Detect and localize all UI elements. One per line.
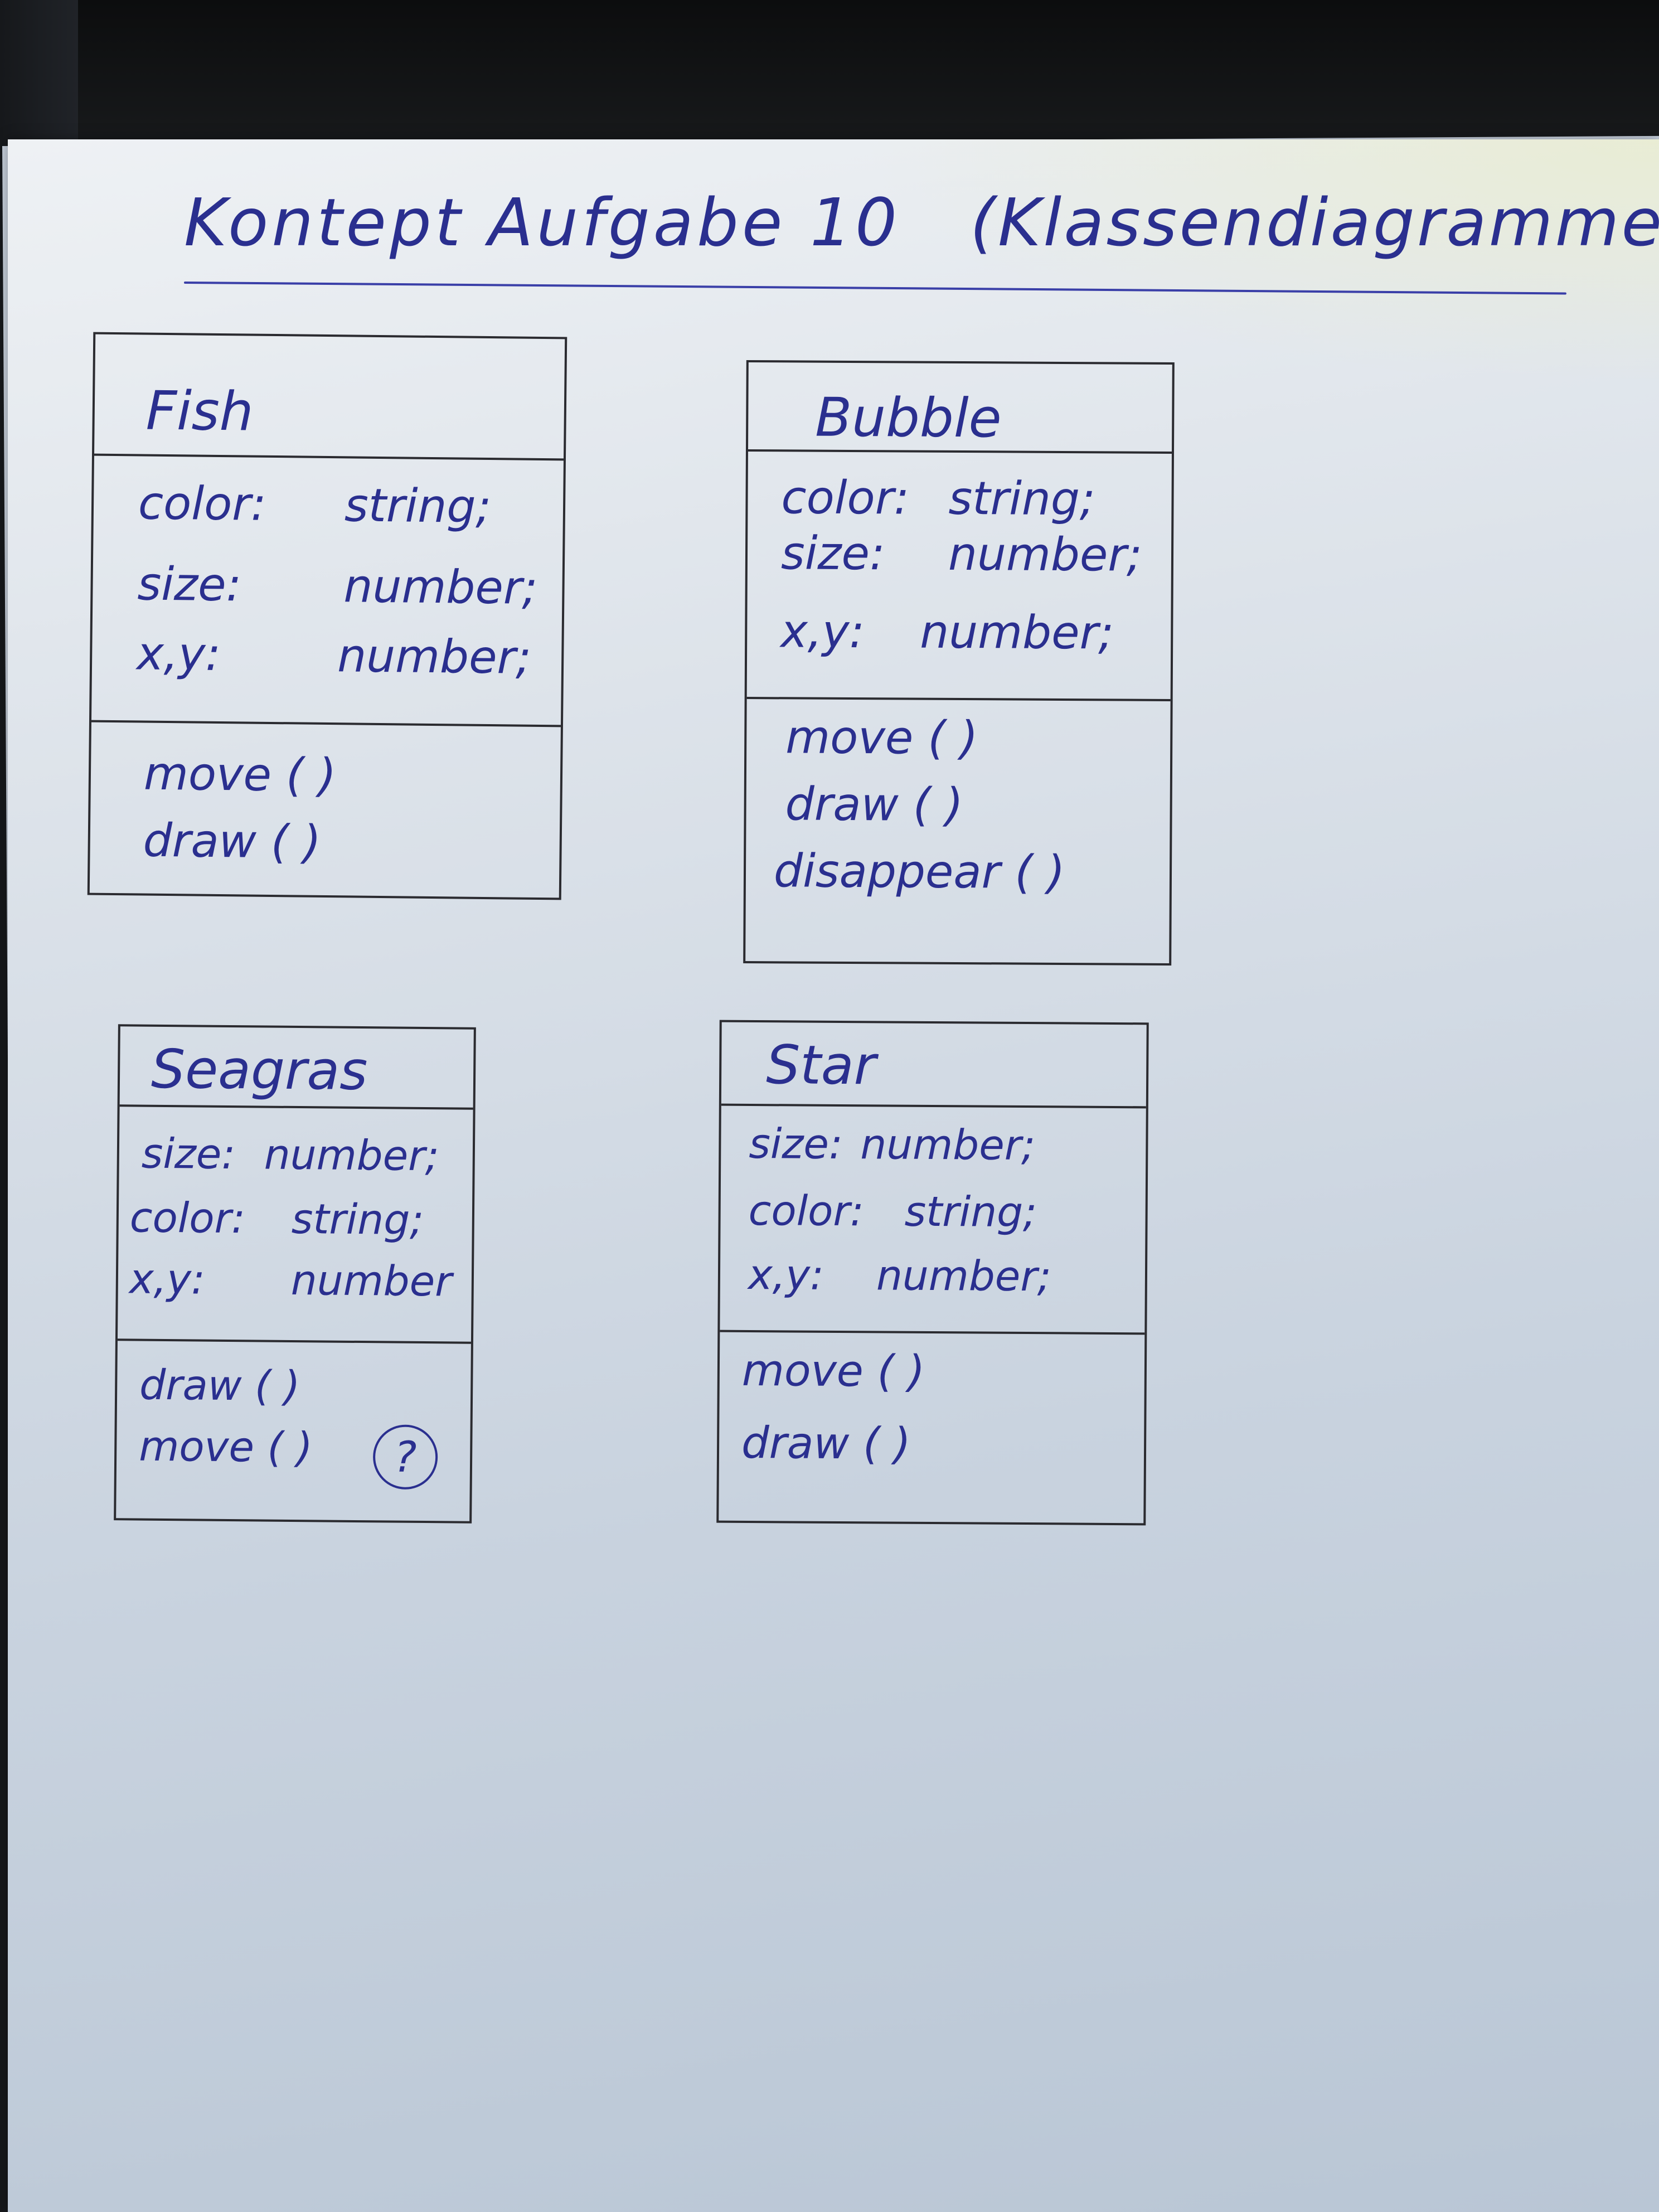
attribute-name: color:	[138, 477, 267, 531]
attribute-type: number;	[948, 527, 1142, 582]
method-row-fish-move: move ( )	[143, 747, 337, 803]
attribute-name: color:	[748, 1186, 865, 1236]
attribute-row-fish-size: size: number;	[137, 557, 538, 615]
page-subtitle: (Klassendiagramme)	[970, 184, 1659, 261]
class-divider-seagras-name	[119, 1104, 473, 1110]
attribute-name: size:	[137, 557, 242, 612]
attribute-row-seagras-color: color: string;	[129, 1194, 424, 1244]
class-box-bubble: Bubble color: string; size: number; x,y:…	[743, 360, 1175, 966]
method-row-bubble-move: move ( )	[785, 711, 978, 765]
attribute-row-seagras-xy: x,y: number	[129, 1255, 453, 1306]
attribute-row-star-xy: x,y: number;	[748, 1250, 1051, 1301]
attribute-row-seagras-size: size: number;	[141, 1129, 439, 1181]
method-row-star-draw: draw ( )	[741, 1418, 911, 1469]
attribute-type: number;	[860, 1120, 1036, 1170]
method-row-fish-draw: draw ( )	[143, 814, 322, 869]
attribute-name: x,y:	[136, 627, 221, 682]
attribute-row-star-size: size: number;	[749, 1119, 1035, 1170]
attribute-row-bubble-xy: x,y: number;	[780, 605, 1114, 659]
attribute-name: x,y:	[129, 1255, 206, 1304]
attribute-type: number	[290, 1256, 453, 1306]
attribute-row-star-color: color: string;	[748, 1186, 1037, 1236]
attribute-row-bubble-size: size: number;	[780, 527, 1142, 581]
attribute-type: number;	[337, 629, 532, 685]
method-row-bubble-disappear: disappear ( )	[773, 845, 1065, 900]
class-divider-star-methods	[720, 1330, 1145, 1335]
attribute-type: number;	[920, 605, 1114, 660]
attribute-name: size:	[141, 1129, 236, 1179]
question-mark-note: ?	[372, 1424, 438, 1490]
class-divider-bubble-methods	[746, 697, 1171, 701]
attribute-name: color:	[781, 471, 910, 525]
attribute-name: size:	[780, 527, 885, 581]
method-row-seagras-move: move ( )	[138, 1422, 313, 1472]
attribute-type: string;	[291, 1195, 424, 1245]
attribute-type: number;	[876, 1251, 1051, 1301]
attribute-type: string;	[948, 472, 1095, 526]
class-divider-bubble-name	[748, 449, 1172, 454]
method-row-star-move: move ( )	[741, 1345, 925, 1397]
page-title: Kontept Aufgabe 10	[184, 184, 901, 261]
attribute-name: color:	[129, 1194, 246, 1243]
class-name-fish: Fish	[145, 379, 254, 443]
class-name-bubble: Bubble	[815, 386, 1002, 450]
attribute-type: number;	[343, 560, 538, 615]
attribute-type: string;	[344, 479, 492, 534]
desk-background-top	[0, 0, 1659, 162]
attribute-row-fish-color: color: string;	[138, 477, 492, 533]
attribute-row-bubble-color: color: string;	[781, 471, 1095, 526]
attribute-name: size:	[749, 1119, 843, 1169]
attribute-name: x,y:	[780, 605, 865, 659]
paper-sheet	[8, 139, 1659, 2212]
class-name-star: Star	[765, 1034, 876, 1097]
class-divider-seagras-methods	[117, 1338, 471, 1344]
class-box-seagras: Seagras size: number; color: string; x,y…	[114, 1024, 476, 1524]
attribute-type: number;	[264, 1131, 439, 1181]
light-glare	[725, 139, 1659, 429]
class-box-fish: Fish color: string; size: number; x,y: n…	[87, 332, 567, 900]
attribute-row-fish-xy: x,y: number;	[136, 627, 532, 684]
attribute-name: x,y:	[748, 1250, 824, 1299]
class-divider-fish-methods	[91, 720, 561, 727]
method-row-seagras-draw: draw ( )	[139, 1361, 300, 1411]
attribute-type: string;	[904, 1187, 1037, 1237]
class-divider-star-name	[721, 1103, 1146, 1109]
class-box-star: Star size: number; color: string; x,y: n…	[716, 1020, 1149, 1526]
class-name-seagras: Seagras	[151, 1037, 368, 1103]
method-row-bubble-draw: draw ( )	[785, 778, 964, 832]
class-divider-fish-name	[94, 453, 564, 461]
